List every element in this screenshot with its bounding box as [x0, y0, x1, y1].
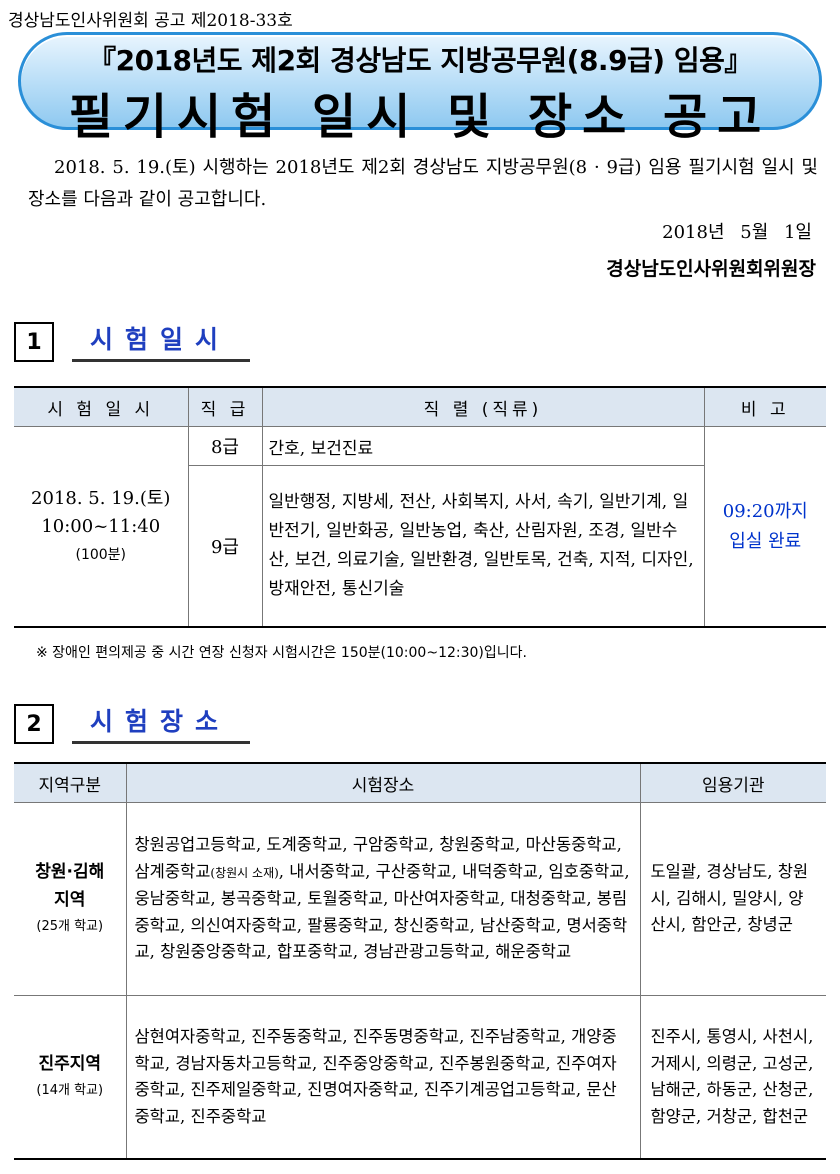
- exam-date: 2018. 5. 19.(토): [31, 487, 171, 509]
- series-cell: 일반행정, 지방세, 전산, 사회복지, 사서, 속기, 일반기계, 일반전기,…: [261, 465, 705, 628]
- grade-cell: 8급: [187, 426, 263, 466]
- table-header-row: 시 험 일 시 직 급 직 렬 (직류) 비 고: [14, 386, 826, 427]
- agency-cell: 도일괄, 경상남도, 창원시, 김해시, 밀양시, 양산시, 함안군, 창녕군: [639, 802, 826, 996]
- schools-list-cont: , 내서중학교, 구산중학교, 내덕중학교, 임호중학교, 웅남중학교, 봉곡중…: [134, 861, 630, 962]
- header-region: 지역구분: [14, 762, 127, 803]
- header-remark: 비 고: [703, 386, 826, 427]
- section-title-exam-place: 시험장소: [72, 700, 250, 744]
- exam-location-table: 지역구분 시험장소 임용기관 창원·김해 지역 (25개 학교) 창원공업고등학…: [14, 762, 826, 1160]
- exam-duration: (100분): [75, 546, 127, 563]
- header-exam-datetime: 시 험 일 시: [14, 386, 189, 427]
- region-cell: 창원·김해 지역 (25개 학교): [14, 802, 127, 996]
- schools-cell: 삼현여자중학교, 진주동중학교, 진주동명중학교, 진주남중학교, 개양중학교,…: [125, 995, 641, 1160]
- remark-text: 입실 완료: [729, 530, 802, 552]
- header-location: 시험장소: [125, 762, 641, 803]
- intro-paragraph: 2018. 5. 19.(토) 시행하는 2018년도 제2회 경상남도 지방공…: [28, 152, 818, 216]
- table-header-row: 지역구분 시험장소 임용기관: [14, 762, 826, 803]
- intro-text: 2018. 5. 19.(토) 시행하는 2018년도 제2회 경상남도 지방공…: [28, 157, 818, 210]
- notice-date: 2018년 5월 1일: [662, 222, 812, 243]
- section-number-2: 2: [14, 704, 54, 744]
- title-subtitle: 『2018년도 제2회 경상남도 지방공무원(8.9급) 임용』: [88, 44, 752, 77]
- page-title: 필기시험 일시 및 장소 공고: [68, 89, 772, 145]
- grade-cell: 9급: [187, 465, 263, 628]
- school-count: (14개 학교): [36, 1082, 104, 1098]
- table-row: 진주지역 (14개 학교) 삼현여자중학교, 진주동중학교, 진주동명중학교, …: [14, 995, 826, 1160]
- schools-note: (창원시 소재): [210, 865, 279, 880]
- exam-datetime-cell: 2018. 5. 19.(토) 10:00~11:40 (100분): [14, 426, 189, 628]
- region-cell: 진주지역 (14개 학교): [14, 995, 127, 1160]
- header-agency: 임용기관: [639, 762, 826, 803]
- remark-time: 09:20까지: [722, 500, 808, 522]
- header-grade: 직 급: [187, 386, 263, 427]
- header-series: 직 렬 (직류): [261, 386, 705, 427]
- issuer-name: 경상남도인사위원회위원장: [606, 258, 816, 280]
- exam-schedule-table: 시 험 일 시 직 급 직 렬 (직류) 비 고 2018. 5. 19.(토)…: [14, 386, 826, 628]
- schools-cell: 창원공업고등학교, 도계중학교, 구암중학교, 창원중학교, 마산동중학교, 삼…: [125, 802, 641, 996]
- region-name: 진주지역: [38, 1053, 102, 1074]
- table-row: 9급 일반행정, 지방세, 전산, 사회복지, 사서, 속기, 일반기계, 일반…: [14, 465, 826, 628]
- title-banner: 『2018년도 제2회 경상남도 지방공무원(8.9급) 임용』 필기시험 일시…: [18, 32, 822, 145]
- series-cell: 간호, 보건진료: [261, 426, 705, 466]
- agency-cell: 진주시, 통영시, 사천시, 거제시, 의령군, 고성군, 남해군, 하동군, …: [639, 995, 826, 1160]
- exam-time: 10:00~11:40: [41, 515, 161, 537]
- region-name-suffix: 지역: [54, 889, 86, 910]
- section-title-exam-date: 시험일시: [72, 318, 250, 362]
- table-row: 2018. 5. 19.(토) 10:00~11:40 (100분) 8급 간호…: [14, 426, 826, 628]
- region-name: 창원·김해: [35, 861, 105, 882]
- section-number-1: 1: [14, 322, 54, 362]
- schools-list: 창원공업고등학교, 도계중학교, 구암중학교, 창원중학교, 마산동중학교, 삼…: [134, 835, 622, 881]
- accommodation-note: ※ 장애인 편의제공 중 시간 연장 신청자 시험시간은 150분(10:00~…: [36, 645, 527, 661]
- table-row: 창원·김해 지역 (25개 학교) 창원공업고등학교, 도계중학교, 구암중학교…: [14, 802, 826, 996]
- notice-number: 경상남도인사위원회 공고 제2018-33호: [8, 11, 293, 31]
- schools-list: 삼현여자중학교, 진주동중학교, 진주동명중학교, 진주남중학교, 개양중학교,…: [134, 1027, 617, 1126]
- remark-cell: 09:20까지 입실 완료: [703, 426, 826, 628]
- school-count: (25개 학교): [36, 918, 104, 934]
